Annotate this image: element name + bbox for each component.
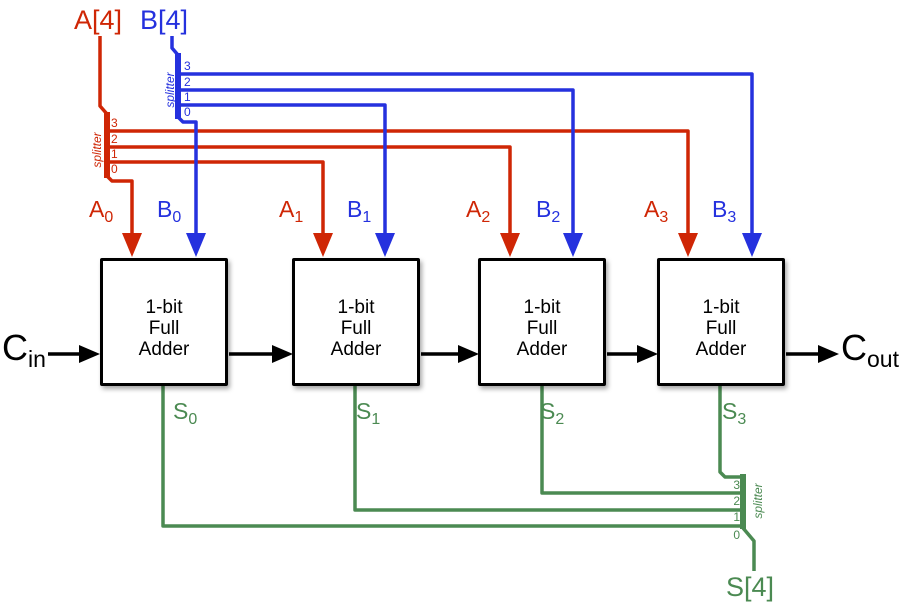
wire-b-bit1 [180, 103, 387, 240]
carry-arrowheads [79, 345, 839, 363]
adder-label-line: 1-bit [145, 296, 183, 318]
wire-b-bit3 [180, 72, 754, 240]
pin-label-b2: B2 [536, 196, 561, 226]
arrowhead-carry-2-3-icon [637, 345, 658, 363]
pin-label-b3: B3 [712, 196, 737, 226]
arrowhead-b3-icon [742, 233, 762, 257]
wire-a-bit2 [109, 145, 512, 240]
adder-label-line: 1-bit [523, 296, 561, 318]
s-bus-wires [161, 385, 756, 571]
b-splitter-bit3-label: 3 [184, 59, 191, 73]
adder-label-line: 1-bit [702, 296, 740, 318]
b-bus-arrowheads [186, 233, 762, 257]
pin-label-a1: A1 [279, 196, 304, 226]
wire-s3 [718, 385, 741, 479]
arrowhead-b1-icon [375, 233, 395, 257]
pin-label-s1: S1 [356, 398, 381, 428]
a-bus-wires [98, 36, 690, 240]
pin-label-b1: B1 [347, 196, 372, 226]
adder-label-line: Full [526, 317, 558, 339]
wire-a-bit1 [109, 160, 325, 240]
a-bus-arrowheads [122, 233, 698, 257]
s-splitter-bit0-label: 0 [733, 528, 740, 542]
s-splitter-bit1-label: 1 [733, 510, 740, 524]
b-splitter-bit1-label: 1 [184, 90, 191, 104]
wire-s-out [741, 526, 756, 571]
arrowhead-a1-icon [313, 233, 333, 257]
wire-b-bit2 [180, 88, 575, 240]
pin-label-s0: S0 [173, 398, 198, 428]
wire-a-bit0 [105, 174, 134, 240]
adder-label-line: Adder [516, 338, 568, 360]
wire-b-stem [170, 36, 180, 57]
arrowhead-carry-0-1-icon [272, 345, 293, 363]
arrowhead-a3-icon [678, 233, 698, 257]
adder-label-line: Adder [138, 338, 190, 360]
s-splitter-caption: splitter [751, 483, 765, 519]
wire-s1 [353, 385, 741, 512]
wire-b-bit0 [176, 115, 198, 240]
arrowhead-a0-icon [122, 233, 142, 257]
arrowhead-b0-icon [186, 233, 206, 257]
a-splitter-bit1-label: 1 [111, 147, 118, 161]
pin-label-a3: A3 [644, 196, 669, 226]
bus-a-label: A[4] [74, 5, 123, 35]
b-splitter-bit2-label: 2 [184, 75, 191, 89]
a-splitter-bit2-label: 2 [111, 132, 118, 146]
arrowhead-a2-icon [500, 233, 520, 257]
pin-label-a2: A2 [466, 196, 491, 226]
full-adder-box-3: 1-bit Full Adder [657, 258, 785, 386]
wire-s2 [540, 385, 741, 495]
carry-out-label: Cout [841, 327, 899, 372]
arrowhead-cin-icon [79, 345, 100, 363]
arrowhead-cout-icon [818, 345, 839, 363]
full-adder-box-0: 1-bit Full Adder [100, 258, 228, 386]
b-bus-wires [170, 36, 754, 240]
adder-label-line: Adder [695, 338, 747, 360]
adder-label-line: Full [148, 317, 180, 339]
bus-b-label: B[4] [140, 5, 189, 35]
adder-label-line: Adder [330, 338, 382, 360]
adder-label-line: Full [705, 317, 737, 339]
adder-label-line: 1-bit [337, 296, 375, 318]
pin-label-s3: S3 [722, 398, 747, 428]
wire-a-bit3 [109, 129, 690, 240]
a-splitter-bit0-label: 0 [111, 162, 118, 176]
b-splitter-bit0-label: 0 [184, 105, 191, 119]
wire-s0 [161, 385, 741, 528]
bus-s-label: S[4] [726, 572, 775, 602]
a-splitter-bit3-label: 3 [111, 116, 118, 130]
s-splitter-bit2-label: 2 [733, 494, 740, 508]
adder-label-line: Full [340, 317, 372, 339]
s-splitter-bit3-label: 3 [733, 478, 740, 492]
a-splitter-caption: splitter [90, 132, 104, 168]
b-splitter-caption: splitter [163, 72, 177, 108]
pin-label-b0: B0 [157, 196, 182, 226]
full-adder-box-2: 1-bit Full Adder [478, 258, 606, 386]
arrowhead-b2-icon [563, 233, 583, 257]
carry-in-label: Cin [2, 327, 46, 372]
wire-a-stem [98, 36, 109, 116]
pin-label-a0: A0 [89, 196, 114, 226]
pin-label-s2: S2 [540, 398, 565, 428]
arrowhead-carry-1-2-icon [458, 345, 479, 363]
full-adder-box-1: 1-bit Full Adder [292, 258, 420, 386]
